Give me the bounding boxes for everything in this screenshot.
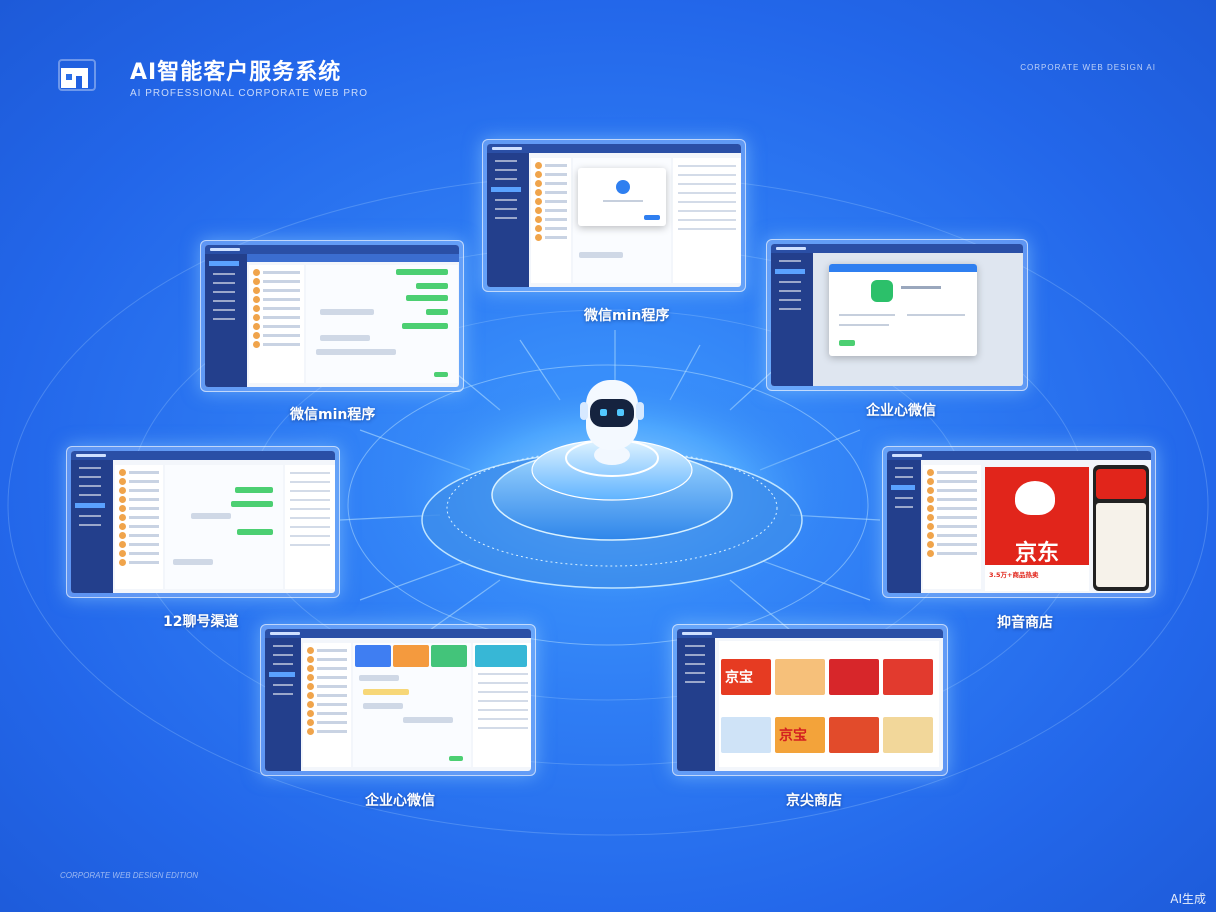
page-title: AI智能客户服务系统 [130,60,342,85]
bottom-left-caption: CORPORATE WEB DESIGN EDITION [60,871,199,880]
channel-label-upper-right: 企业心微信 [866,403,936,419]
panel-screen [71,451,335,593]
channel-panel-mid-left[interactable] [66,446,340,598]
channel-label-lower-left: 企业心微信 [365,793,435,809]
jd-logo-text: 京东 [1014,541,1059,566]
panel-screen [487,144,741,287]
channel-label-lower-right: 京尖商店 [786,793,842,809]
top-right-caption: CORPORATE WEB DESIGN AI [1020,63,1156,72]
channel-label-mid-left: 12聊号渠道 [163,614,239,630]
panel-screen: 京宝 京宝 [677,629,943,771]
jd-storefront: 京东 3.5万+商品热卖 [985,467,1089,591]
channel-label-top: 微信min程序 [584,308,670,324]
channel-label-mid-right: 抑音商店 [997,615,1053,631]
channel-label-upper-left: 微信min程序 [290,407,376,423]
shop-tile-text: 京宝 [779,728,807,744]
page-subtitle: AI PROFESSIONAL CORPORATE WEB PRO [130,88,369,99]
hologram-platform [421,439,803,589]
panel-screen [205,245,459,387]
channel-panel-lower-left[interactable] [260,624,536,776]
channel-panel-mid-right[interactable]: 京东 3.5万+商品热卖 [882,446,1156,598]
panel-screen [771,244,1023,386]
shop-product-grid: 京宝 京宝 [719,641,939,767]
ai-robot-icon [580,380,644,465]
channel-panel-lower-right[interactable]: 京宝 京宝 [672,624,948,776]
panel-screen [265,629,531,771]
shop-tile-text: 京宝 [725,670,753,686]
ai-generated-badge: AI生成 [1170,892,1206,906]
jd-banner-text: 3.5万+商品热卖 [989,571,1039,579]
channel-panel-top[interactable] [482,139,746,292]
panel-screen: 京东 3.5万+商品热卖 [887,451,1151,593]
channel-panel-upper-left[interactable] [200,240,464,392]
channel-panel-upper-right[interactable] [766,239,1028,391]
app-window-logo-icon [58,59,96,91]
